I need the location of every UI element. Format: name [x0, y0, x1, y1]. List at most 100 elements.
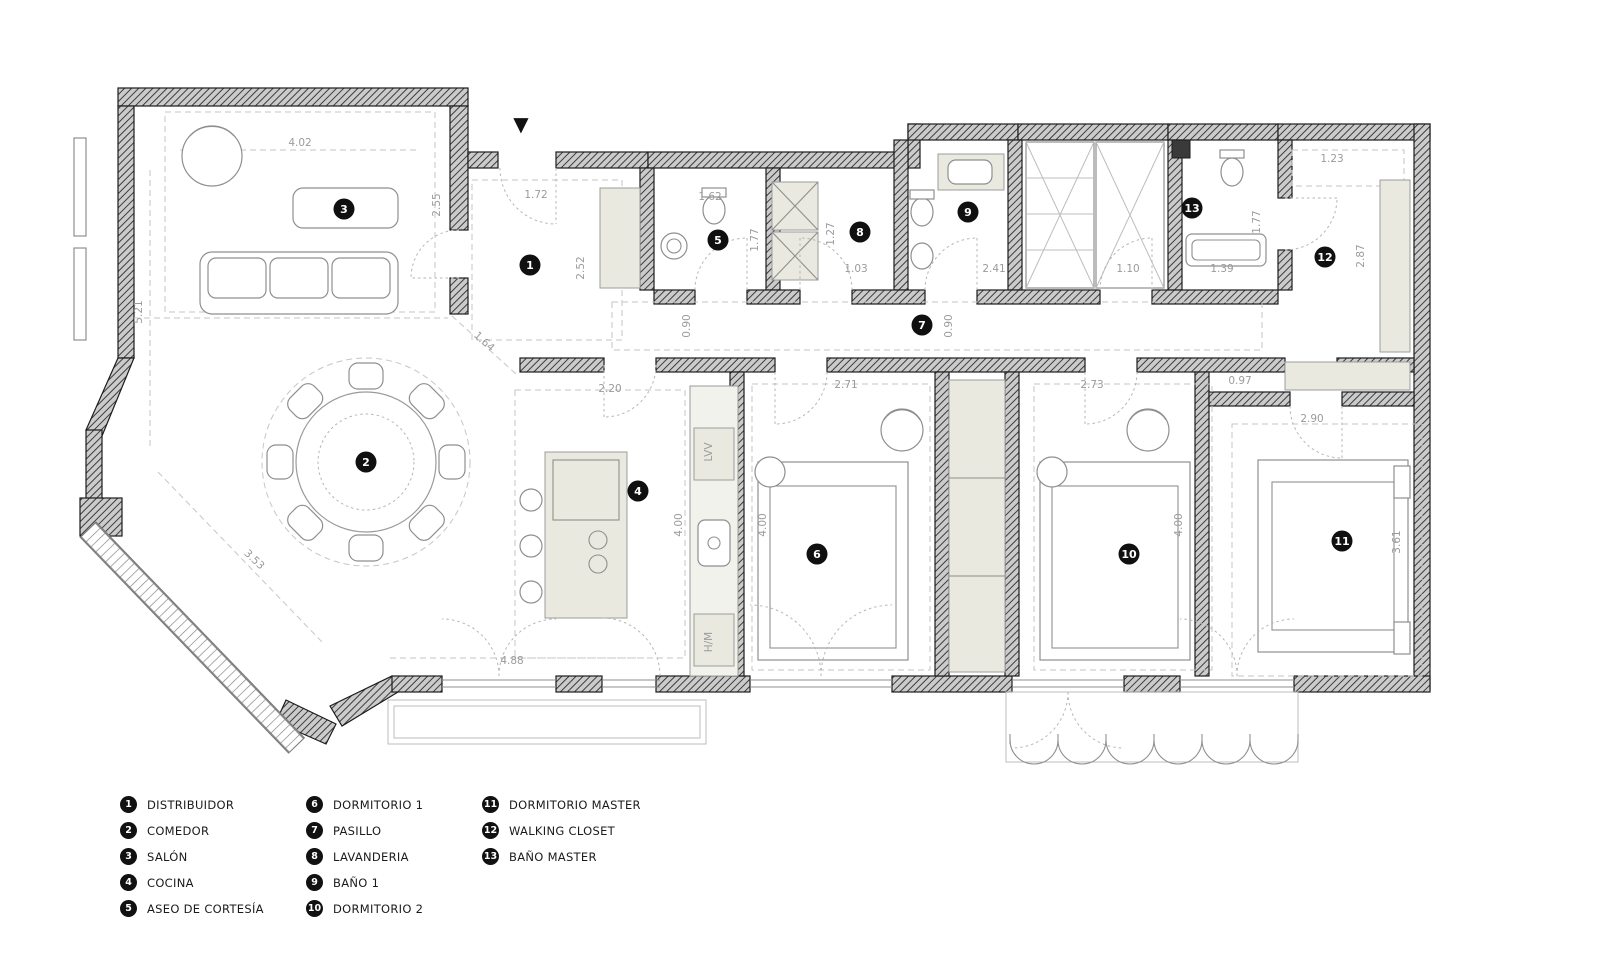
svg-text:13: 13 — [1184, 202, 1199, 215]
dimension-label: 4.88 — [500, 655, 523, 667]
room-marker-11: 11 — [1331, 530, 1353, 552]
bathroom1-fixtures — [909, 153, 1005, 270]
dimension-label: 1.10 — [1116, 263, 1139, 275]
dimension-label: 1.39 — [1210, 263, 1233, 275]
svg-text:4: 4 — [634, 485, 642, 498]
svg-text:8: 8 — [856, 226, 864, 239]
dimension-label: 2.73 — [1080, 379, 1103, 391]
legend-label: DORMITORIO 1 — [333, 797, 424, 812]
dimension-label: 2.87 — [1355, 244, 1367, 267]
room-marker-6: 6 — [806, 543, 828, 565]
legend-label: COMEDOR — [147, 823, 210, 838]
dimension-label: 1.27 — [825, 222, 837, 245]
bed-master — [1257, 459, 1411, 655]
dimension-label: 3.61 — [1391, 530, 1403, 553]
legend-number-badge: 2 — [120, 822, 137, 839]
dimension-label: 3.53 — [241, 547, 266, 572]
kitchen-counter — [689, 385, 739, 677]
svg-text:1: 1 — [526, 259, 534, 272]
legend-item: 10 DORMITORIO 2 — [306, 900, 466, 917]
dimension-label: 2.20 — [598, 383, 621, 395]
svg-text:10: 10 — [1121, 548, 1137, 561]
furniture — [181, 125, 1411, 765]
dimension-label: 0.90 — [943, 314, 955, 337]
legend-label: COCINA — [147, 875, 194, 890]
bed-dormitorio-1 — [754, 408, 924, 661]
dimension-label: 2.71 — [834, 379, 857, 391]
walking-closet-cabinets — [1284, 179, 1411, 391]
dimension-label: 1.03 — [844, 263, 867, 275]
walls — [79, 87, 1431, 745]
closet-strip — [948, 379, 1006, 673]
staircase — [1025, 141, 1165, 289]
dimension-label: 1.64 — [471, 329, 497, 354]
legend-number-badge: 11 — [482, 796, 499, 813]
bay-window — [79, 521, 306, 754]
dimension-label: 1.77 — [1251, 210, 1263, 233]
legend-label: PASILLO — [333, 823, 382, 838]
legend-item: 6 DORMITORIO 1 — [306, 796, 466, 813]
legend-number-badge: 5 — [120, 900, 137, 917]
dimension-label: 1.77 — [749, 228, 761, 251]
dimension-label: 2.55 — [431, 193, 443, 216]
kitchen-island — [519, 451, 628, 619]
bed-dormitorio-2 — [1036, 408, 1191, 661]
svg-text:6: 6 — [813, 548, 821, 561]
windows — [73, 137, 1294, 754]
room-marker-1: 1 — [519, 254, 541, 276]
balcony — [387, 699, 707, 745]
legend-label: ASEO DE CORTESÍA — [147, 901, 264, 916]
dimension-label: 0.90 — [681, 314, 693, 337]
room-marker-8: 8 — [849, 221, 871, 243]
svg-text:3: 3 — [340, 203, 348, 216]
legend-number-badge: 7 — [306, 822, 323, 839]
legend-number-badge: 10 — [306, 900, 323, 917]
aseo-fixtures — [660, 187, 727, 260]
legend-number-badge: 4 — [120, 874, 137, 891]
legend-label: BAÑO 1 — [333, 875, 380, 890]
doors — [410, 167, 1343, 749]
dimension-label: 0.97 — [1228, 375, 1251, 387]
dimension-label: 1.62 — [698, 191, 721, 203]
legend-number-badge: 6 — [306, 796, 323, 813]
svg-text:11: 11 — [1334, 535, 1349, 548]
oven-microwave-label: H/M — [703, 632, 715, 653]
dimension-label: 1.23 — [1320, 153, 1343, 165]
legend-label: DORMITORIO 2 — [333, 901, 424, 916]
terrace — [1005, 691, 1299, 765]
legend-item: 2 COMEDOR — [120, 822, 290, 839]
legend-label: WALKING CLOSET — [509, 823, 615, 838]
dimension-label: 2.52 — [575, 256, 587, 279]
legend-number-badge: 12 — [482, 822, 499, 839]
room-marker-4: 4 — [627, 480, 649, 502]
entrance-arrow: ▼ — [513, 112, 529, 136]
dimension-label: 2.90 — [1300, 413, 1323, 425]
svg-text:2: 2 — [362, 456, 370, 469]
svg-text:9: 9 — [964, 206, 972, 219]
legend-number-badge: 1 — [120, 796, 137, 813]
svg-text:5: 5 — [714, 234, 722, 247]
room-marker-12: 12 — [1314, 246, 1336, 268]
dimension-label: 4.00 — [1173, 513, 1185, 536]
sofa — [199, 251, 399, 315]
room-marker-2: 2 — [355, 451, 377, 473]
svg-text:12: 12 — [1317, 251, 1332, 264]
dimension-label: 1.72 — [524, 189, 547, 201]
legend-item: 4 COCINA — [120, 874, 290, 891]
dishwasher-label: LVV — [703, 442, 715, 462]
legend-number-badge: 13 — [482, 848, 499, 865]
room-marker-3: 3 — [333, 198, 355, 220]
legend-number-badge: 3 — [120, 848, 137, 865]
room-marker-9: 9 — [957, 201, 979, 223]
dimension-label: 2.41 — [982, 263, 1005, 275]
legend-item: 12 WALKING CLOSET — [482, 822, 641, 839]
